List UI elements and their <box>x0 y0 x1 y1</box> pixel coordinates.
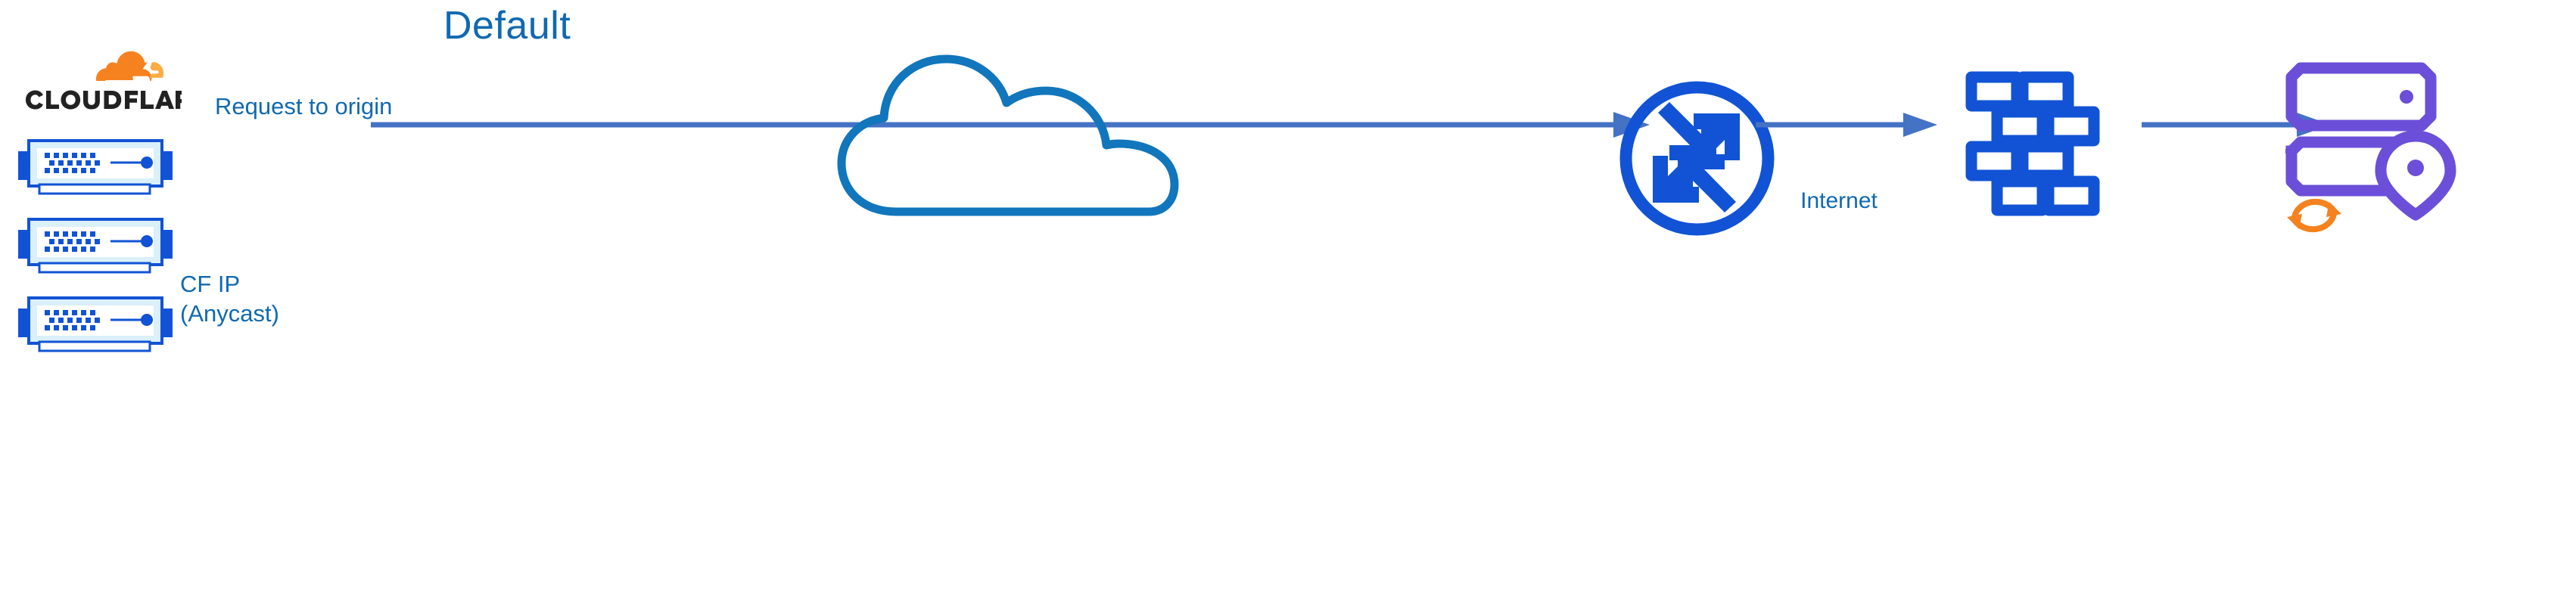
cloudflare-server-unit <box>17 292 174 354</box>
cpe-router-node: Customer Premises Equipment (CPE) <box>1616 77 1778 240</box>
cloud-icon <box>837 54 1179 216</box>
connector-cpe-to-firewall <box>1756 98 1937 151</box>
label-cf-ip-anycast: CF IP (Anycast) <box>180 271 279 327</box>
cloudflare-server-unit <box>17 135 174 197</box>
cloudflare-logo: ® <box>23 47 206 130</box>
cloudflare-server-unit <box>17 213 174 275</box>
connector-label-request-to-origin: Request to origin <box>215 93 393 119</box>
cloudflared-annotation: cloudflared deployed on servers <box>2284 187 2344 244</box>
internet-cloud-node: Internet <box>832 51 1878 218</box>
origin-server-pin-icon <box>2283 62 2456 221</box>
page-title: Default <box>443 4 571 48</box>
origin-server-node: Origin Server(s) <box>2283 62 2475 221</box>
label-internet: Internet <box>1800 188 1878 213</box>
sync-arrows-icon <box>2287 198 2341 233</box>
brick-wall-icon <box>1965 71 2100 216</box>
cloudflare-cloud-mark-icon <box>89 47 169 91</box>
cloudflare-wordmark: ® <box>23 88 206 118</box>
firewall-node: Firewall (Allows CF IPs Only) <box>1960 68 2111 219</box>
router-icon <box>1619 81 1775 236</box>
